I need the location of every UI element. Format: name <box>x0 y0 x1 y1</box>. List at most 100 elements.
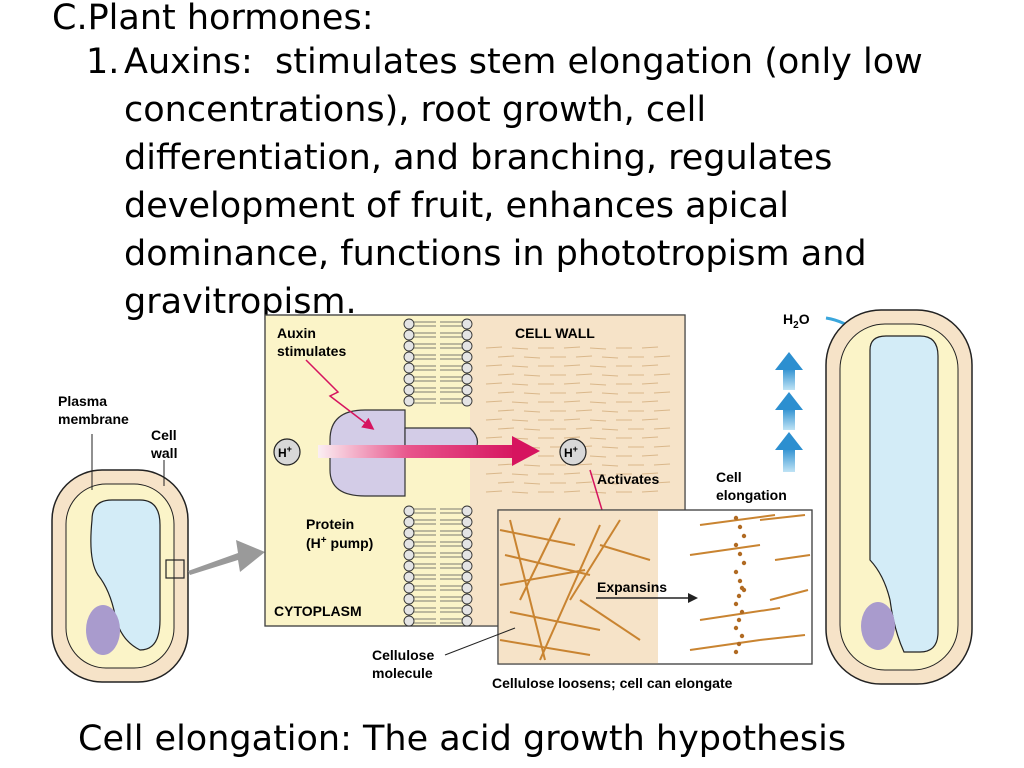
slide-heading: C.Plant hormones: <box>52 0 374 38</box>
auxins-description: Auxins: stimulates stem elongation (only… <box>124 38 974 326</box>
bond-dot <box>737 551 743 557</box>
wall-fiber <box>511 383 529 386</box>
wall-fiber <box>641 472 659 475</box>
cellulose-fiber-loose <box>759 634 806 641</box>
wall-fiber <box>485 364 503 367</box>
wall-fiber <box>563 418 581 421</box>
phospholipid-head <box>403 395 415 407</box>
auxins-label: Auxins: <box>124 42 253 82</box>
cell-elongation-label-line2: elongation <box>716 487 787 503</box>
wall-fiber <box>511 491 529 494</box>
water-o: O <box>799 311 810 327</box>
cellulose-fiber <box>579 599 641 641</box>
wall-fiber <box>641 400 659 403</box>
cell-wall-region-label: CELL WALL <box>515 325 595 341</box>
wall-fiber <box>589 437 607 440</box>
wall-fiber <box>575 463 593 466</box>
protein-label-line1: Protein <box>306 516 354 532</box>
wall-fiber <box>511 365 529 368</box>
wall-fiber <box>589 383 607 386</box>
wall-fiber <box>589 419 607 422</box>
wall-fiber <box>575 373 593 376</box>
up-arrow-1 <box>775 352 803 370</box>
auxin-stimulates-label-line2: stimulates <box>277 343 346 359</box>
phospholipid-tail <box>414 519 462 525</box>
phospholipid-tail <box>414 563 462 569</box>
wall-fiber <box>485 400 503 403</box>
wall-fiber <box>641 346 659 349</box>
phospholipid-tail <box>414 332 462 338</box>
cellulose-fiber-loose <box>759 514 806 521</box>
phospholipid-head <box>403 593 415 605</box>
bond-dot <box>736 593 742 599</box>
wall-fiber <box>601 410 619 413</box>
bond-dot <box>741 533 747 539</box>
wall-fiber <box>497 373 515 376</box>
wall-fiber <box>485 418 503 421</box>
phospholipid-head <box>461 604 473 616</box>
wall-fiber <box>653 373 671 376</box>
wall-fiber <box>563 472 581 475</box>
wall-fiber <box>641 364 659 367</box>
wall-fiber <box>497 409 515 412</box>
phospholipid-tail <box>414 398 462 404</box>
phospholipid-head <box>403 549 415 561</box>
wall-fiber <box>653 409 671 412</box>
phospholipid-head <box>403 527 415 539</box>
wall-fiber <box>485 472 503 475</box>
bond-dot <box>733 625 739 631</box>
bond-dot <box>733 601 739 607</box>
auxins-effects-text: stimulates stem elongation (only low con… <box>124 42 923 322</box>
proton-label-left: H+ <box>278 444 292 460</box>
wall-fiber <box>641 454 659 457</box>
cell-wall-label-line2: wall <box>150 445 177 461</box>
expansins-label: Expansins <box>597 579 667 595</box>
wall-fiber <box>589 347 607 350</box>
water-subscript: 2 <box>793 320 799 331</box>
cellulose-label-line2: molecule <box>372 665 433 681</box>
wall-fiber <box>523 410 541 413</box>
cellulose-leader <box>444 627 516 656</box>
phospholipid-head <box>403 615 415 627</box>
bond-dot <box>737 524 743 530</box>
cellulose-loosens-label: Cellulose loosens; cell can elongate <box>492 675 733 691</box>
wall-fiber <box>485 346 503 349</box>
phospholipid-head <box>461 329 473 341</box>
cytoplasm-label: CYTOPLASM <box>274 603 362 619</box>
wall-fiber <box>653 481 671 484</box>
wall-fiber <box>563 436 581 439</box>
phospholipid-head <box>461 318 473 330</box>
wall-fiber <box>523 464 541 467</box>
phospholipid-head <box>461 615 473 627</box>
phospholipid-tail <box>414 541 462 547</box>
wall-fiber <box>641 382 659 385</box>
phospholipid-head <box>403 516 415 528</box>
cellulose-label-line1: Cellulose <box>372 647 434 663</box>
list-item-number: 1. <box>86 42 120 82</box>
phospholipid-head <box>461 538 473 550</box>
cellulose-fiber-loose <box>689 639 761 651</box>
zoom-pointer-arrow <box>188 540 265 575</box>
wall-fiber <box>563 382 581 385</box>
cellulose-fiber-loose <box>699 514 776 526</box>
phospholipid-head <box>461 516 473 528</box>
wall-fiber <box>575 391 593 394</box>
phospholipid-head <box>403 538 415 550</box>
phospholipid-tail <box>414 596 462 602</box>
right-cell-vacuole <box>869 335 939 653</box>
phospholipid-tail <box>414 321 462 327</box>
phospholipid-tail <box>414 552 462 558</box>
wall-fiber <box>485 382 503 385</box>
wall-fiber <box>575 427 593 430</box>
water-h: H <box>783 311 793 327</box>
phospholipid-tail <box>414 585 462 591</box>
phospholipid-head <box>403 318 415 330</box>
proton-symbol-right: H <box>564 446 573 460</box>
phospholipid-head <box>403 505 415 517</box>
cellulose-fiber <box>539 524 601 661</box>
wall-fiber <box>601 446 619 449</box>
wall-fiber <box>511 347 529 350</box>
cellulose-fiber-loose <box>689 544 761 556</box>
bond-dot <box>736 641 742 647</box>
